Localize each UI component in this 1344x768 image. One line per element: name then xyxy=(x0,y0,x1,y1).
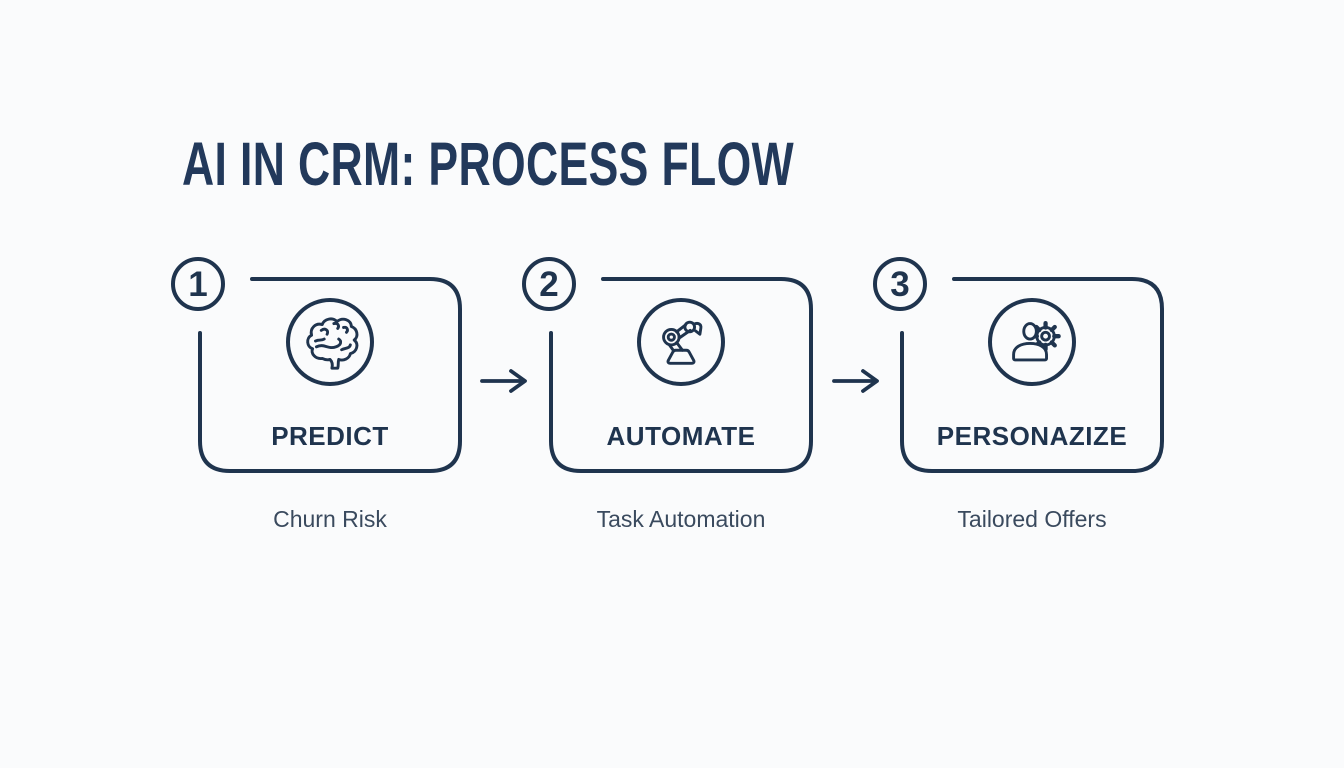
step-number-badge: 1 xyxy=(171,257,225,311)
step-card-predict: 1 PREDICT xyxy=(171,257,462,473)
step-label: AUTOMATE xyxy=(606,421,756,451)
step-number-badge: 3 xyxy=(873,257,927,311)
card-border xyxy=(549,277,813,473)
step-number-badge: 2 xyxy=(522,257,576,311)
icon-circle xyxy=(988,298,1076,386)
step-label: PREDICT xyxy=(271,421,389,451)
step-number: 2 xyxy=(539,264,559,304)
step-card-automate: 2 AUTOMATE xyxy=(522,257,813,473)
step-number: 1 xyxy=(188,264,208,304)
arrow-right-icon xyxy=(480,369,527,393)
step-caption: Tailored Offers xyxy=(957,506,1107,532)
brain-icon xyxy=(306,317,359,370)
icon-circle xyxy=(286,298,374,386)
person-gear-icon xyxy=(1012,320,1061,362)
robot-arm-icon xyxy=(662,320,703,365)
step-number: 3 xyxy=(890,264,910,304)
icon-circle xyxy=(637,298,725,386)
step-caption: Task Automation xyxy=(596,506,766,532)
step-caption: Churn Risk xyxy=(273,506,387,532)
card-border xyxy=(198,277,462,473)
step-card-personalize: 3 PERSONAZIZE xyxy=(873,257,1164,473)
page-title: AI IN CRM: PROCESS FLOW xyxy=(182,130,795,198)
arrow-right-icon xyxy=(832,369,879,393)
step-label: PERSONAZIZE xyxy=(936,421,1128,451)
card-border xyxy=(900,277,1164,473)
